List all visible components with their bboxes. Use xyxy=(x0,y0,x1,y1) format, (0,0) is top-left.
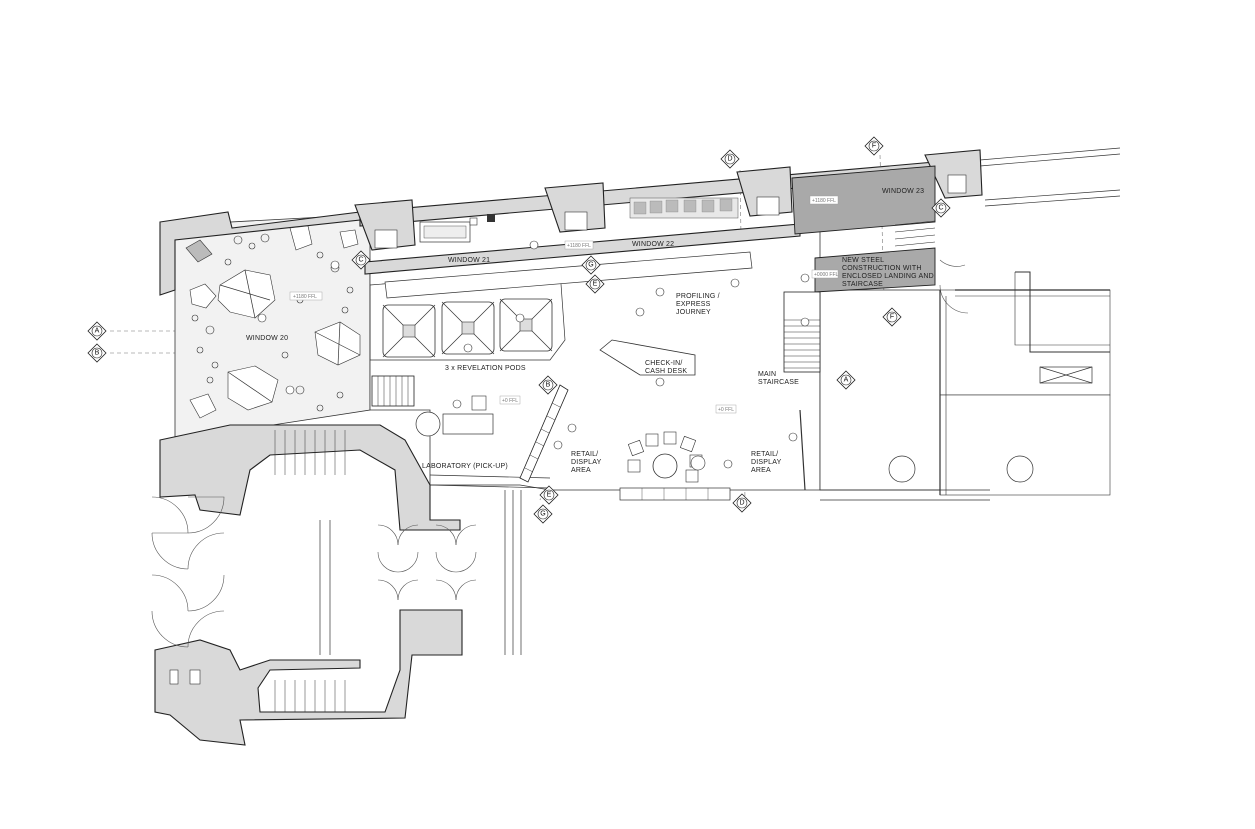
label-window-20: WINDOW 20 xyxy=(246,335,288,342)
label-retail-right: RETAIL/ xyxy=(751,451,778,458)
checkin-desk xyxy=(599,339,696,376)
section-marker-e: E xyxy=(539,485,559,505)
window-20-display xyxy=(185,225,361,419)
label-window-23: WINDOW 23 xyxy=(882,188,924,195)
pod-3 xyxy=(499,298,553,352)
label-profiling: EXPRESS xyxy=(676,301,711,308)
room-labels: WINDOW 20 WINDOW 21 WINDOW 22 WINDOW 23 … xyxy=(246,188,934,474)
section-marker-b: B xyxy=(538,375,558,395)
section-marker-d: D xyxy=(720,149,740,169)
svg-text:G: G xyxy=(588,262,593,269)
retail-display-cluster xyxy=(619,409,990,501)
label-window-22: WINDOW 22 xyxy=(632,241,674,248)
section-marker-g: G xyxy=(533,504,553,524)
svg-text:E: E xyxy=(593,281,598,288)
section-marker-f: F xyxy=(864,136,884,156)
label-laboratory: LABORATORY (PICK-UP) xyxy=(422,463,508,470)
label-retail-right: AREA xyxy=(751,467,771,474)
columns xyxy=(888,366,1093,483)
steel-construction xyxy=(791,165,936,293)
svg-text:F: F xyxy=(872,143,876,150)
svg-text:B: B xyxy=(546,382,551,389)
section-marker-c: C xyxy=(931,198,951,218)
label-retail-right: DISPLAY xyxy=(751,459,782,466)
label-window-21: WINDOW 21 xyxy=(448,257,490,264)
label-checkin: CHECK-IN/ xyxy=(645,360,683,367)
pod-1 xyxy=(382,304,436,358)
label-revelation-pods: 3 x REVELATION PODS xyxy=(445,365,526,372)
svg-text:G: G xyxy=(540,511,545,518)
main-staircase xyxy=(783,291,821,373)
section-marker-f: F xyxy=(882,307,902,327)
level-tag: +0 FFL xyxy=(718,407,734,413)
section-marker-d: D xyxy=(732,493,752,513)
svg-text:D: D xyxy=(727,156,732,163)
level-tag: +0000 FFL xyxy=(814,272,839,278)
label-retail-left: AREA xyxy=(571,467,591,474)
level-tag: +1180 FFL xyxy=(293,294,317,300)
label-checkin: CASH DESK xyxy=(645,368,687,375)
label-steel-construction: CONSTRUCTION WITH xyxy=(842,265,922,272)
svg-text:E: E xyxy=(547,492,552,499)
svg-text:F: F xyxy=(890,314,894,321)
level-tags: +1180 FFL +1180 FFL +1180 FFL +0 FFL +0 … xyxy=(289,195,839,414)
laboratory-area xyxy=(415,384,569,489)
label-profiling: JOURNEY xyxy=(676,309,711,316)
svg-text:D: D xyxy=(739,500,744,507)
level-tag: +1180 FFL xyxy=(567,243,591,249)
lower-structure xyxy=(151,259,1110,746)
svg-text:C: C xyxy=(358,257,363,264)
svg-text:A: A xyxy=(95,328,100,335)
section-marker-e: E xyxy=(585,274,605,294)
label-steel-construction: ENCLOSED LANDING AND xyxy=(842,273,934,280)
section-marker-g: G xyxy=(581,255,601,275)
section-marker-b: B xyxy=(87,343,107,363)
svg-text:B: B xyxy=(95,350,100,357)
profiling-desk xyxy=(384,251,753,299)
svg-text:A: A xyxy=(844,377,849,384)
label-retail-left: RETAIL/ xyxy=(571,451,598,458)
label-profiling: PROFILING / xyxy=(676,293,720,300)
label-main-staircase: STAIRCASE xyxy=(758,379,799,386)
window-22-display xyxy=(419,197,739,243)
section-marker-a: A xyxy=(836,370,856,390)
pod-2 xyxy=(441,301,495,355)
label-main-staircase: MAIN xyxy=(758,371,776,378)
pod-stairs xyxy=(371,375,415,407)
svg-text:C: C xyxy=(938,205,943,212)
label-steel-construction: STAIRCASE xyxy=(842,281,883,288)
section-marker-c: C xyxy=(351,250,371,270)
level-tag: +1180 FFL xyxy=(812,198,836,204)
people-figures xyxy=(257,240,810,469)
level-tag: +0 FFL xyxy=(502,398,518,404)
label-steel-construction: NEW STEEL xyxy=(842,257,884,264)
section-marker-a: A xyxy=(87,321,107,341)
section-markers: A B C C D D E xyxy=(87,136,951,524)
label-retail-left: DISPLAY xyxy=(571,459,602,466)
